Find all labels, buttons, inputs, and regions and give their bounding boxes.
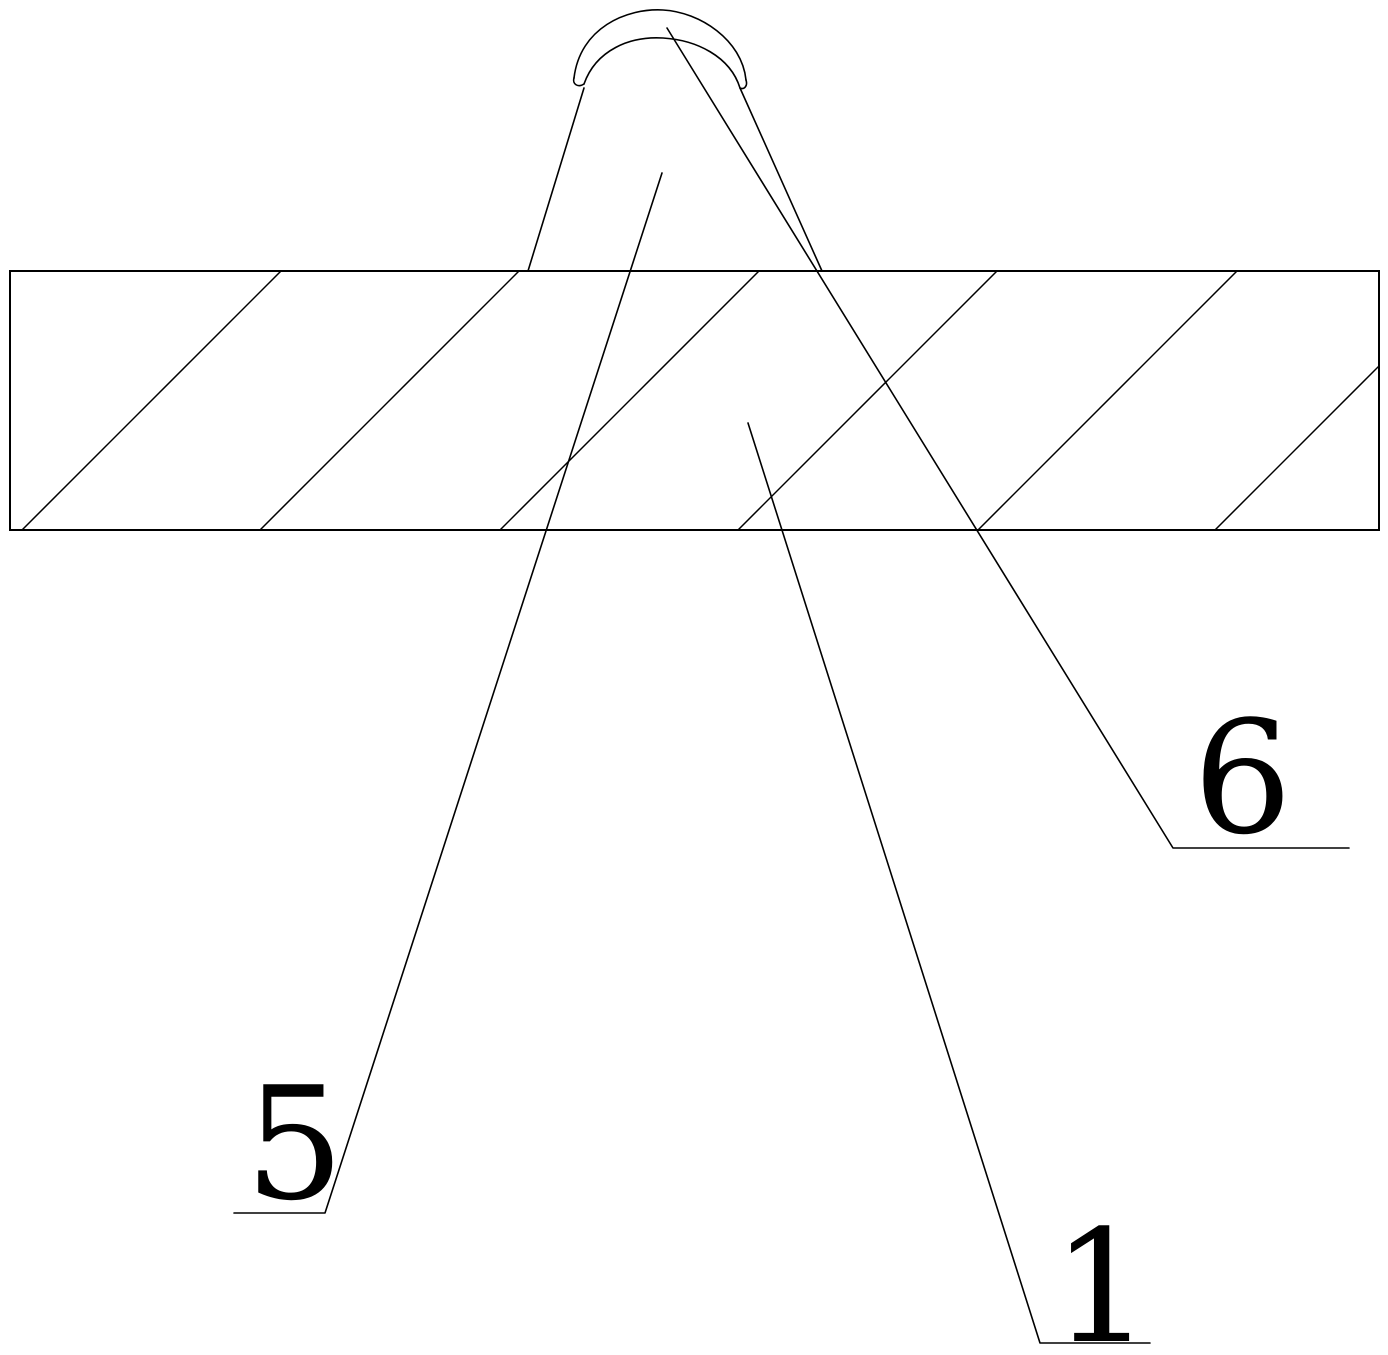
leader-lines (233, 27, 1350, 1344)
spike-right-edge (739, 87, 823, 272)
hatch-line (977, 271, 1238, 530)
hatch-line (499, 271, 760, 530)
cap-left-end (572, 77, 585, 87)
spike (527, 87, 823, 272)
callout-label-5: 5 (245, 1053, 344, 1235)
hatch-line (21, 271, 282, 530)
cap-right-end (739, 79, 748, 90)
cap-outer-arc (573, 9, 747, 81)
tip-cap (572, 9, 748, 90)
hatch-line (259, 271, 520, 530)
callout-label-1: 1 (1052, 1196, 1151, 1355)
spike-left-edge (527, 87, 585, 272)
plate-hatching (21, 271, 1379, 530)
hatch-line (1214, 364, 1379, 530)
cap-inner-arc (583, 37, 741, 89)
hatched-plate (9, 270, 1380, 531)
leader-line-1 (747, 422, 1151, 1344)
hatch-line (737, 271, 998, 530)
leader-line-6 (666, 27, 1350, 849)
plate-outline (9, 270, 1380, 531)
callout-label-6: 6 (1193, 687, 1292, 869)
leader-line-5 (233, 172, 663, 1214)
callout-labels: 1 5 6 (245, 687, 1292, 1355)
